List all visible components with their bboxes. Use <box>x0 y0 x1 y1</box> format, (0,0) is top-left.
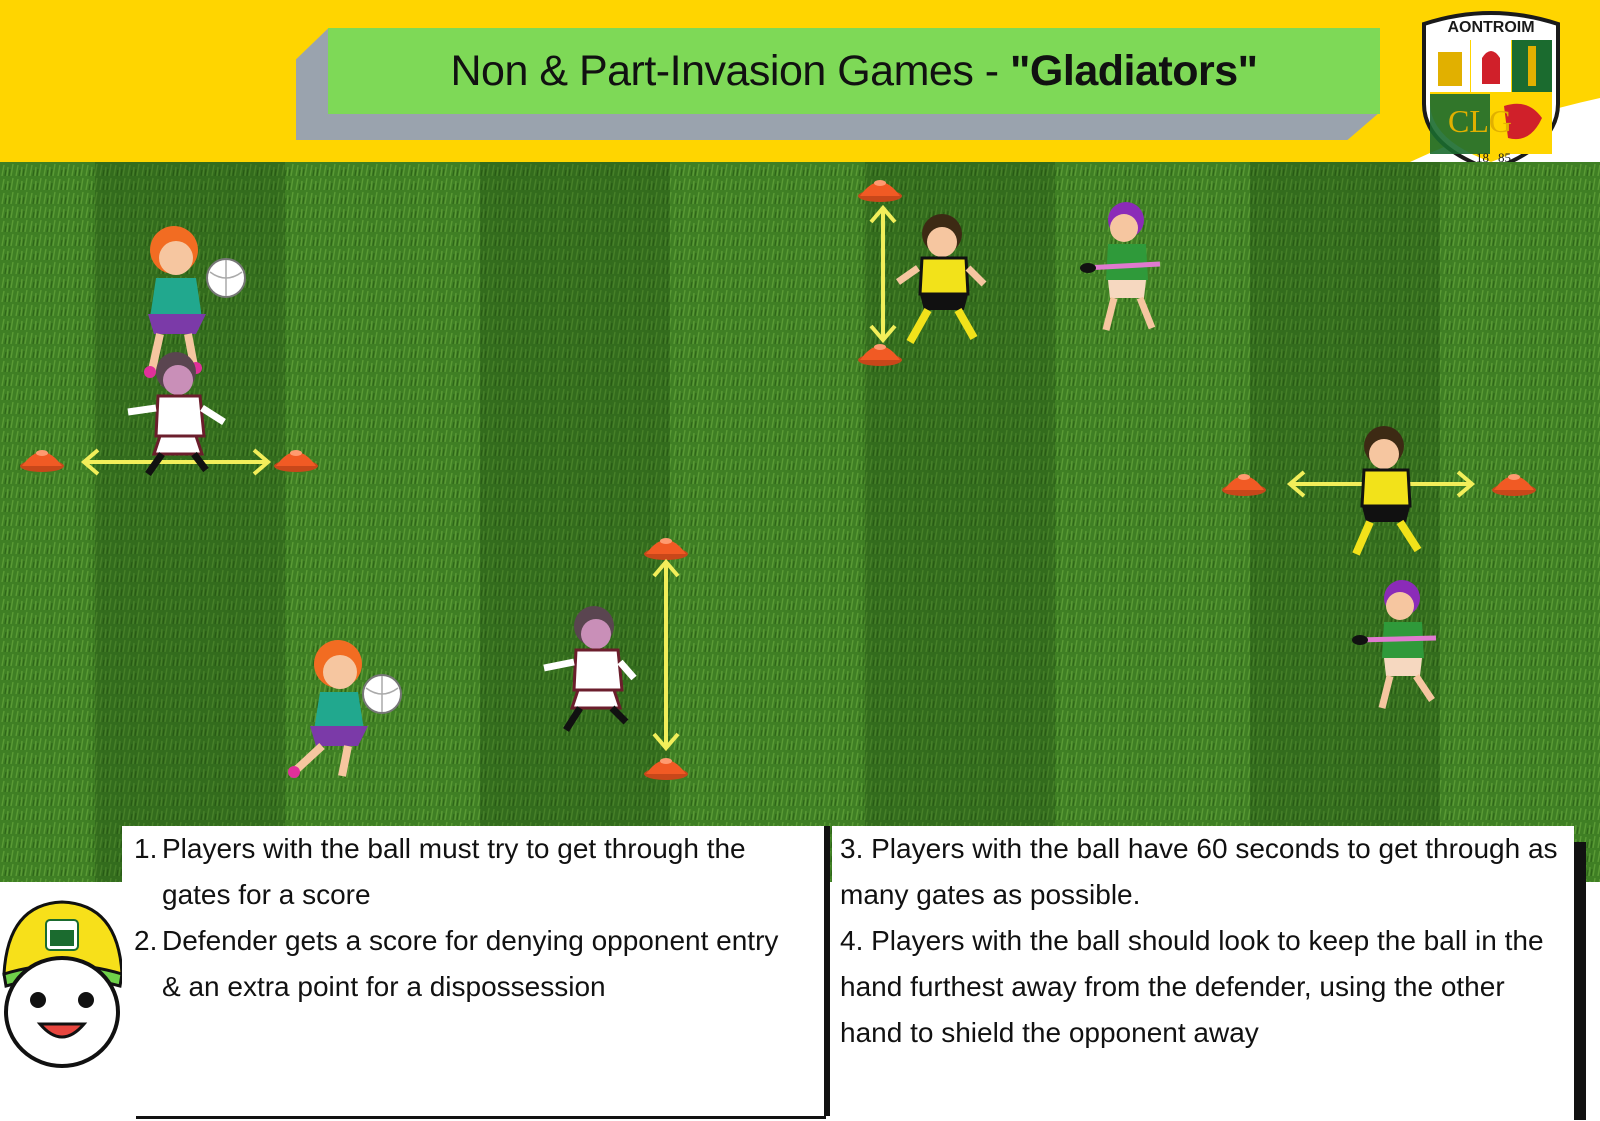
instruction-number: 1. <box>134 833 158 864</box>
instruction-text: Players with the ball must try to get th… <box>162 833 746 910</box>
crest-county-name: AONTROIM <box>1447 19 1534 36</box>
instruction-item: 2. Defender gets a score for denying opp… <box>134 918 824 1010</box>
pitch-stripes <box>95 162 1440 882</box>
instruction-text: Defender gets a score for denying oppone… <box>162 925 779 1002</box>
double-arrow-icon <box>80 448 272 476</box>
instructions-left: 1. Players with the ball must try to get… <box>122 826 824 1116</box>
crest-year-left: 18 <box>1476 150 1489 165</box>
panel-border-right <box>1574 842 1586 1120</box>
instruction-number: 2. <box>134 925 158 956</box>
title-prefix: Non & Part-Invasion Games - <box>450 46 1011 95</box>
player-attacker-orange-hair <box>288 640 402 778</box>
crest-year-right: 85 <box>1498 150 1511 165</box>
crest-letters: CLG <box>1448 103 1512 139</box>
panel-divider <box>824 826 830 1116</box>
instruction-text: 3. Players with the ball have 60 seconds… <box>840 833 1558 910</box>
title-banner: Non & Part-Invasion Games - "Gladiators" <box>328 28 1380 114</box>
panel-border-bottom <box>136 1116 826 1119</box>
football-icon <box>362 674 402 714</box>
football-icon <box>206 258 246 298</box>
player-attacker-orange-hair <box>144 226 246 378</box>
instructions-right: 3. Players with the ball have 60 seconds… <box>832 826 1574 1116</box>
title-game-name: "Gladiators" <box>1010 46 1258 95</box>
mascot-icon <box>2 900 124 1068</box>
instruction-text: 4. Players with the ball should look to … <box>840 925 1544 1048</box>
player-attacker-hurler <box>1352 580 1437 709</box>
player-defender-maroon-white <box>127 352 226 477</box>
pitch-field <box>0 162 1600 882</box>
instruction-item: 1. Players with the ball must try to get… <box>134 826 824 918</box>
player-defender-maroon-white <box>543 606 637 732</box>
double-arrow-icon <box>652 558 680 752</box>
page-title: Non & Part-Invasion Games - "Gladiators" <box>450 46 1258 96</box>
hurley-icon <box>1080 261 1161 273</box>
hurley-icon <box>1352 635 1437 645</box>
player-attacker-hurler <box>1080 202 1161 331</box>
player-defender-yellow-black <box>1352 426 1422 556</box>
player-defender-yellow-black <box>895 214 987 344</box>
double-arrow-icon <box>869 204 897 344</box>
antrim-crest-icon: CLG AONTROIM 18 85 <box>1422 11 1560 172</box>
